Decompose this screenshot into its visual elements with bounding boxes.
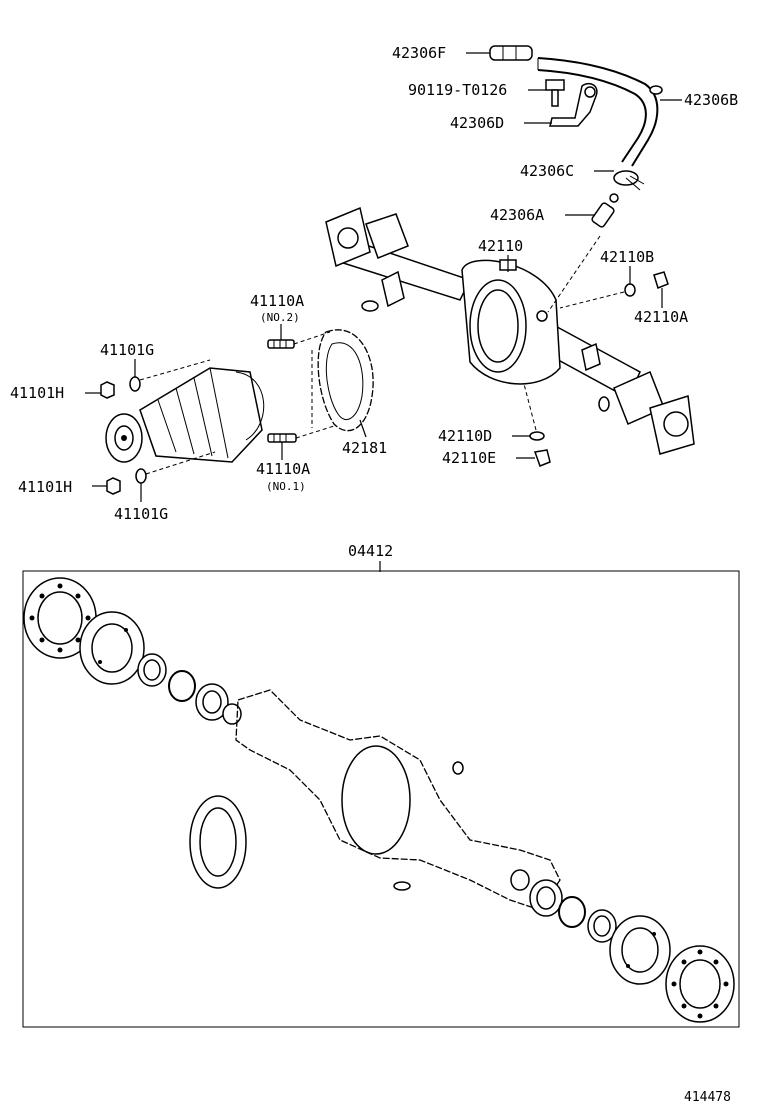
callout-41110A-no1: 41110A [256, 460, 310, 478]
callout-90119-T0126: 90119-T0126 [408, 81, 507, 99]
filler-plug-part[interactable] [653, 271, 669, 289]
nut-bottom-part[interactable] [106, 477, 121, 495]
washer-bottom-part[interactable] [135, 468, 147, 484]
hose-clamp-part[interactable] [613, 170, 645, 191]
drain-gasket-part[interactable] [529, 431, 545, 441]
hub-gasket-right-outer-part[interactable] [665, 945, 735, 1023]
seal-ring-right-part[interactable] [510, 869, 530, 891]
callout-41101G-bottom: 41101G [114, 505, 168, 523]
filler-gasket-part[interactable] [624, 283, 636, 297]
stud-no2-part[interactable] [267, 339, 295, 349]
oil-seal-right-part[interactable] [587, 909, 617, 943]
breather-plug-part[interactable] [489, 45, 533, 61]
breather-hose-part[interactable] [537, 57, 663, 167]
callout-42306F: 42306F [392, 44, 446, 62]
washer-top-part[interactable] [129, 376, 141, 392]
bracket-bolt-part[interactable] [545, 79, 565, 107]
bearing-retainer-right-part[interactable] [529, 879, 563, 917]
oil-seal-left-part[interactable] [137, 653, 167, 687]
drain-plug-part[interactable] [533, 449, 551, 467]
callout-41110A-no2: 41110A [250, 292, 304, 310]
hub-gasket-left-outer-part[interactable] [23, 577, 97, 659]
carrier-gasket-kit-part[interactable] [189, 795, 247, 889]
callout-no2-note: (NO.2) [260, 311, 300, 324]
hub-gasket-right-inner-part[interactable] [609, 915, 671, 985]
small-gasket-a-part[interactable] [452, 761, 464, 775]
gasket-kit-frame [22, 570, 740, 1028]
callout-42110A-right: 42110A [634, 308, 688, 326]
seal-ring-left-part[interactable] [222, 703, 242, 725]
callout-42306C: 42306C [520, 162, 574, 180]
axle-housing-part[interactable] [325, 206, 695, 455]
callout-42306A: 42306A [490, 206, 544, 224]
union-fitting-part[interactable] [591, 193, 619, 228]
bearing-retainer-left-part[interactable] [195, 683, 229, 721]
callout-42306D: 42306D [450, 114, 504, 132]
diagram-number: 414478 [684, 1090, 731, 1105]
hub-gasket-left-inner-part[interactable] [79, 611, 145, 685]
carrier-gasket-part[interactable] [317, 329, 374, 432]
callout-42181: 42181 [342, 439, 387, 457]
callout-04412: 04412 [348, 542, 393, 560]
callout-41101H-bottom: 41101H [18, 478, 72, 496]
callout-42110D: 42110D [438, 427, 492, 445]
o-ring-left-part[interactable] [168, 670, 196, 702]
callout-42306B: 42306B [684, 91, 738, 109]
callout-41101G-top: 41101G [100, 341, 154, 359]
callout-42110B: 42110B [600, 248, 654, 266]
callout-42110E: 42110E [442, 449, 496, 467]
small-gasket-b-part[interactable] [393, 881, 411, 891]
differential-carrier-part[interactable] [105, 367, 265, 463]
stud-no1-part[interactable] [267, 433, 297, 443]
o-ring-right-part[interactable] [558, 896, 586, 928]
callout-42110: 42110 [478, 237, 523, 255]
callout-41101H-top: 41101H [10, 384, 64, 402]
callout-no1-note: (NO.1) [266, 480, 306, 493]
nut-top-part[interactable] [100, 381, 115, 399]
